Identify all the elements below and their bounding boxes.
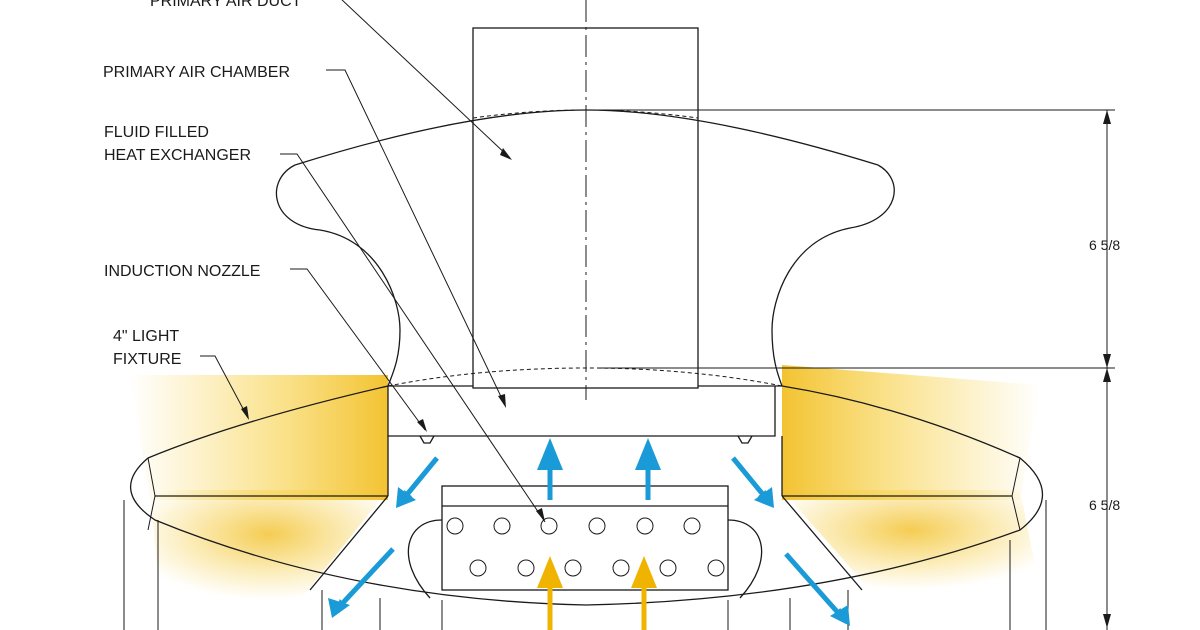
arrow-down-left-upper — [401, 456, 439, 501]
leader-induction-nozzle — [290, 268, 426, 431]
leader-primary-air-chamber — [326, 69, 506, 406]
light-glow-left — [130, 375, 388, 600]
label-primary-air-duct: PRIMARY AIR DUCT — [150, 0, 302, 10]
leader-arrowheads — [241, 148, 545, 522]
leader-heat-exchanger — [280, 153, 546, 523]
dimension-lines — [598, 109, 1115, 630]
leader-primary-air-duct — [341, 0, 511, 159]
induced-air-arrows — [537, 556, 657, 630]
dimension-upper: 6 5/8 — [1089, 237, 1120, 253]
dimension-arrowheads — [1103, 110, 1111, 628]
arrow-down-left-lower — [336, 547, 395, 610]
heat-exchanger — [441, 485, 729, 591]
label-light-fixture-line2: FIXTURE — [113, 351, 181, 368]
primary-air-duct — [472, 27, 699, 389]
induction-nozzle — [387, 385, 782, 444]
primary-airflow-arrowheads — [328, 438, 850, 626]
label-primary-air-chamber: PRIMARY AIR CHAMBER — [103, 64, 290, 81]
arrow-down-right-lower — [784, 552, 844, 619]
primary-air-chamber — [275, 109, 895, 387]
label-light-fixture-line1: 4" LIGHT — [113, 328, 179, 345]
label-induction-nozzle: INDUCTION NOZZLE — [104, 263, 260, 280]
air-funnel — [309, 495, 863, 599]
arrow-down-right-upper — [731, 456, 769, 501]
primary-airflow-arrows — [336, 445, 844, 619]
dimension-lower: 6 5/8 — [1089, 497, 1120, 513]
leader-lines — [200, 0, 546, 523]
leader-light-fixture — [200, 355, 249, 419]
label-heat-exchanger-line2: HEAT EXCHANGER — [104, 147, 251, 164]
light-fixture-lens — [130, 385, 1043, 606]
light-glow-right — [782, 365, 1040, 590]
label-heat-exchanger-line1: FLUID FILLED — [104, 124, 209, 141]
heat-exchanger-tubes — [446, 517, 725, 577]
